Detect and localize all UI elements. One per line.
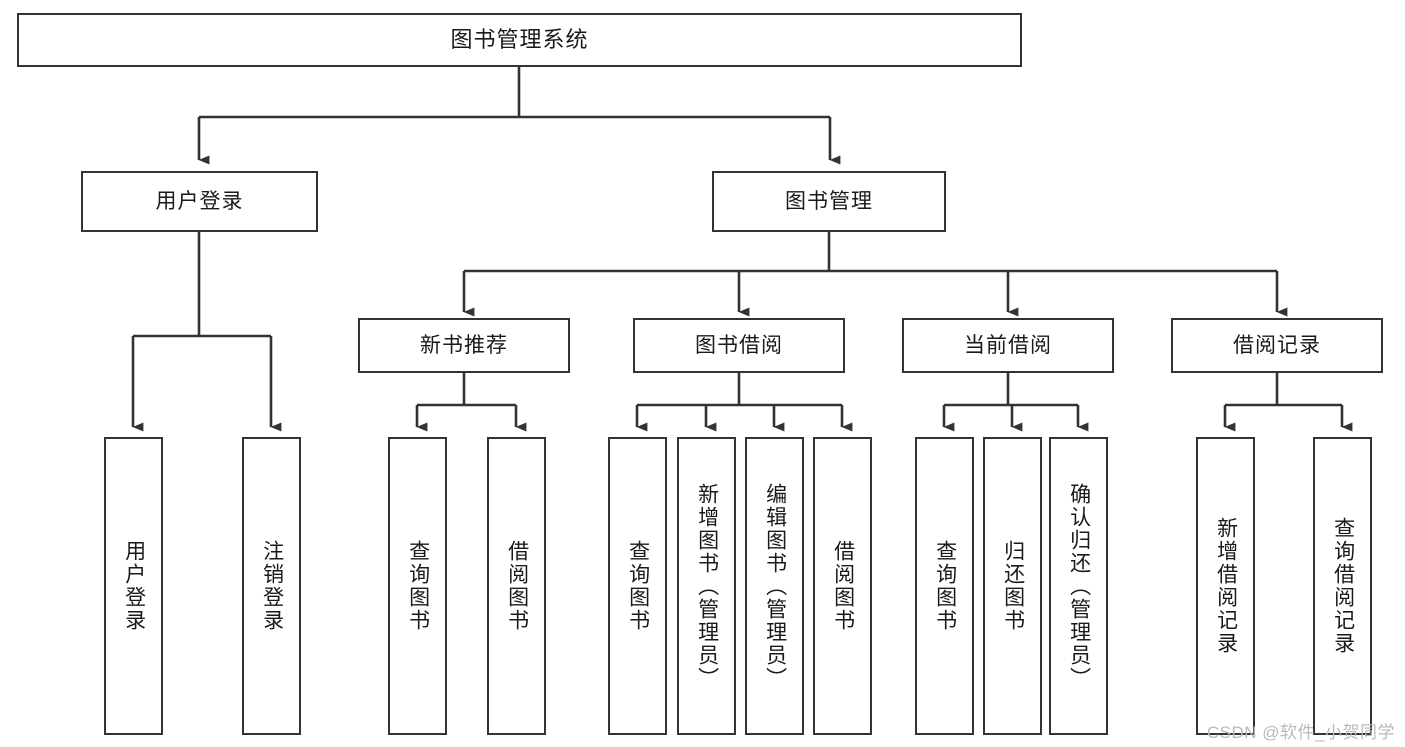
- node-label: 查询借阅记录: [1331, 517, 1355, 655]
- leaf-current-borrow-query[interactable]: 查询图书: [915, 437, 974, 735]
- node-label: 当前借阅: [964, 333, 1052, 357]
- leaf-borrow-record-add[interactable]: 新增借阅记录: [1196, 437, 1255, 735]
- node-label: 确认归还（管理员）: [1067, 482, 1091, 690]
- node-label: 注销登录: [260, 540, 284, 632]
- node-new-book-recommend[interactable]: 新书推荐: [358, 318, 570, 373]
- node-book-management[interactable]: 图书管理: [712, 171, 946, 232]
- node-label: 图书管理: [785, 189, 873, 213]
- node-label: 新增借阅记录: [1214, 517, 1238, 655]
- leaf-user-login-logout[interactable]: 注销登录: [242, 437, 301, 735]
- node-label: 查询图书: [933, 540, 957, 632]
- node-label: 编辑图书（管理员）: [763, 482, 787, 690]
- leaf-book-borrow-edit[interactable]: 编辑图书（管理员）: [745, 437, 804, 735]
- leaf-new-book-borrow[interactable]: 借阅图书: [487, 437, 546, 735]
- node-label: 新增图书（管理员）: [695, 482, 719, 690]
- node-label: 查询图书: [406, 540, 430, 632]
- node-borrow-record[interactable]: 借阅记录: [1171, 318, 1383, 373]
- leaf-book-borrow-borrow[interactable]: 借阅图书: [813, 437, 872, 735]
- node-label: 借阅图书: [505, 540, 529, 632]
- node-label: 归还图书: [1001, 540, 1025, 632]
- node-book-borrow[interactable]: 图书借阅: [633, 318, 845, 373]
- node-label: 借阅图书: [831, 540, 855, 632]
- leaf-current-borrow-confirm-return[interactable]: 确认归还（管理员）: [1049, 437, 1108, 735]
- node-current-borrow[interactable]: 当前借阅: [902, 318, 1114, 373]
- node-label: 查询图书: [626, 540, 650, 632]
- leaf-current-borrow-return[interactable]: 归还图书: [983, 437, 1042, 735]
- node-label: 用户登录: [122, 540, 146, 632]
- node-label: 图书管理系统: [450, 26, 589, 52]
- leaf-new-book-query[interactable]: 查询图书: [388, 437, 447, 735]
- leaf-borrow-record-query[interactable]: 查询借阅记录: [1313, 437, 1372, 735]
- leaf-book-borrow-add[interactable]: 新增图书（管理员）: [677, 437, 736, 735]
- leaf-user-login-login[interactable]: 用户登录: [104, 437, 163, 735]
- leaf-book-borrow-query[interactable]: 查询图书: [608, 437, 667, 735]
- node-root-system[interactable]: 图书管理系统: [17, 13, 1022, 67]
- node-label: 图书借阅: [695, 333, 783, 357]
- node-label: 新书推荐: [420, 333, 508, 357]
- node-label: 借阅记录: [1233, 333, 1321, 357]
- node-user-login[interactable]: 用户登录: [81, 171, 318, 232]
- node-label: 用户登录: [155, 189, 244, 213]
